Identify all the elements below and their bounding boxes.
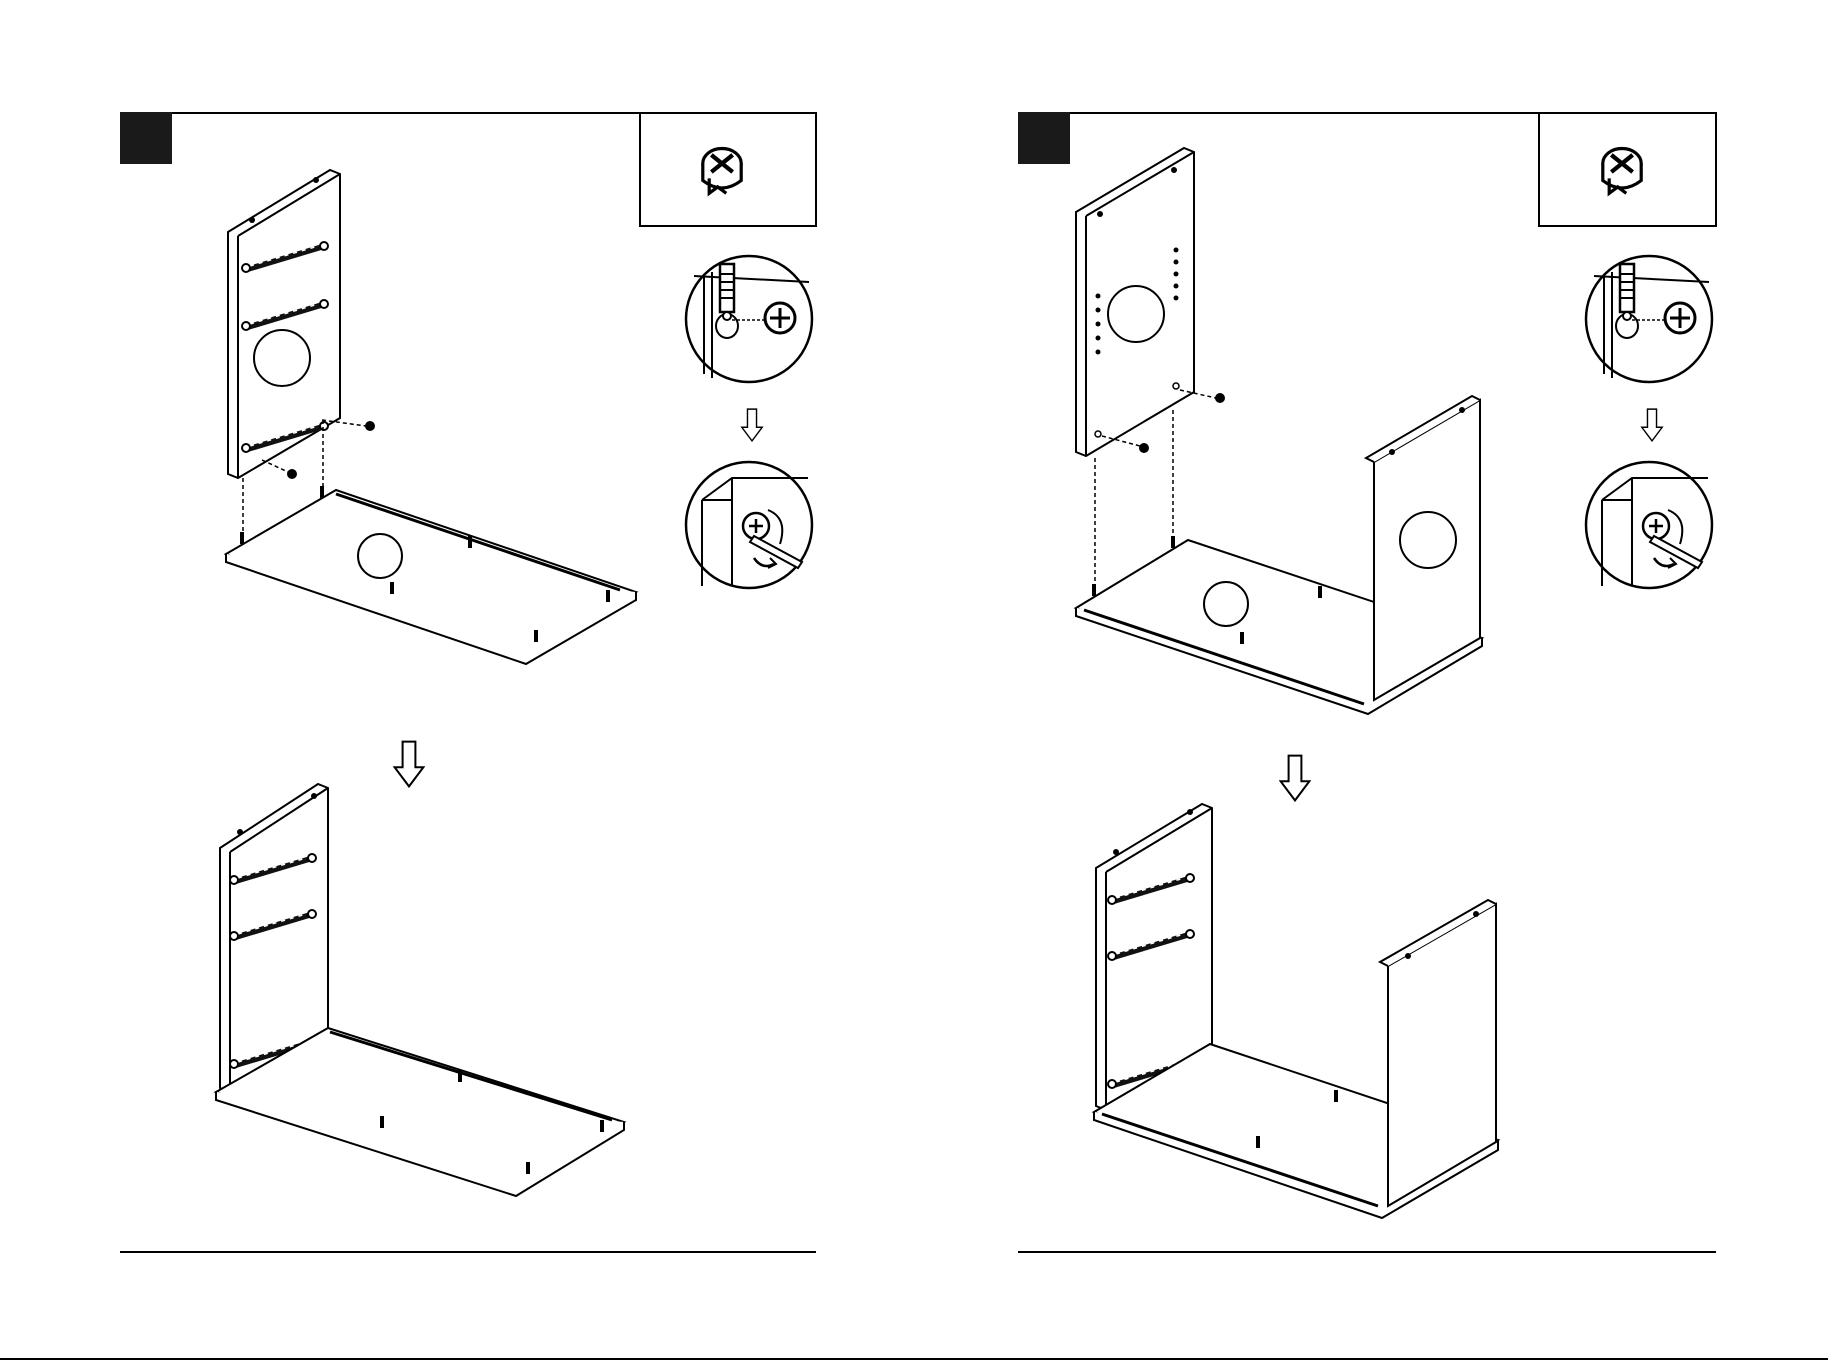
left-page bbox=[0, 0, 914, 1362]
left-page-illustration bbox=[0, 0, 914, 1362]
turn-cam-lock-detail bbox=[686, 462, 812, 588]
insert-cam-lock-detail bbox=[1586, 256, 1712, 382]
side-panel-exploded bbox=[228, 170, 375, 540]
side-panel-exploded bbox=[1076, 148, 1225, 588]
insert-cam-lock-detail bbox=[686, 256, 812, 382]
assembled-carcass bbox=[1094, 804, 1498, 1218]
footer-rule bbox=[1018, 1251, 1716, 1253]
right-page-illustration bbox=[914, 0, 1828, 1362]
down-arrow-icon bbox=[1642, 409, 1662, 441]
step-badge bbox=[120, 112, 172, 164]
turn-cam-lock-detail bbox=[1586, 462, 1712, 588]
bottom-panel-exploded bbox=[226, 486, 636, 664]
footer-rule bbox=[120, 1251, 816, 1253]
step-badge bbox=[1018, 112, 1070, 164]
assembled-side-and-bottom bbox=[216, 784, 624, 1196]
down-arrow-icon bbox=[742, 409, 762, 441]
down-arrow-icon bbox=[1281, 756, 1310, 801]
bottom-and-side-panel bbox=[1076, 396, 1482, 714]
down-arrow-icon bbox=[395, 742, 424, 787]
page-bottom-edge bbox=[0, 1358, 1828, 1360]
right-page bbox=[914, 0, 1828, 1362]
